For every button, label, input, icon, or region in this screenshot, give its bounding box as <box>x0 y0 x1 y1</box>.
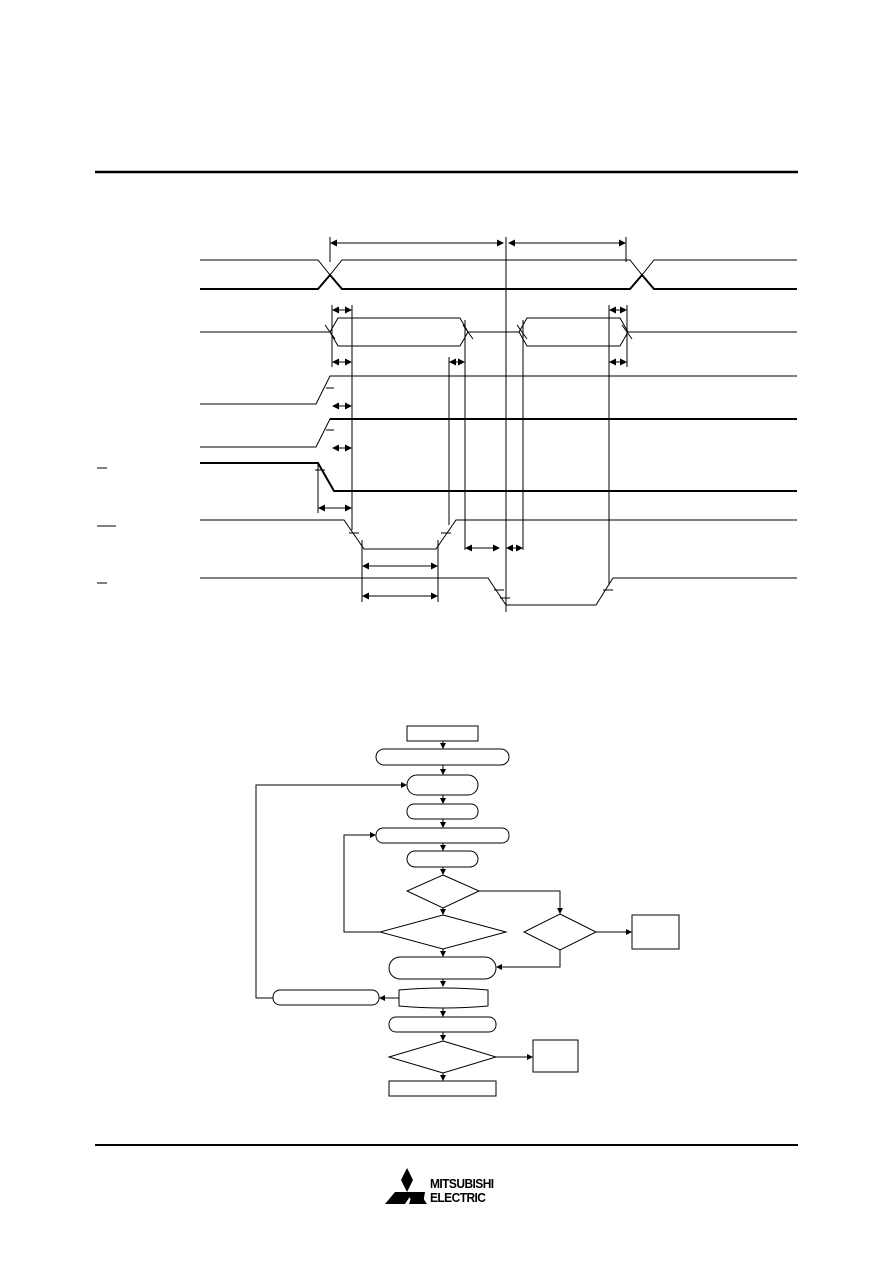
data-setup-dimensions <box>332 306 627 366</box>
flow-step-7 <box>272 989 380 1006</box>
flow-start-box <box>406 725 479 742</box>
cycle-time-dimension <box>329 237 627 262</box>
flow-decision-2 <box>378 914 508 950</box>
timing-reference-lines <box>331 237 628 612</box>
flow-step-6 <box>388 956 497 980</box>
signal-active-low-2-waveform <box>97 519 797 602</box>
flow-step-8 <box>398 987 489 1009</box>
signal-3-waveform <box>200 375 797 410</box>
mitsubishi-three-diamonds-logo <box>385 1168 427 1204</box>
flow-connectors <box>255 741 632 1081</box>
flow-decision-4 <box>387 1040 498 1074</box>
flow-error-box-2 <box>532 1039 579 1073</box>
brand-name-line-1: MITSUBISHI <box>430 1176 494 1191</box>
flow-step-5 <box>406 850 479 868</box>
flow-end-box <box>388 1080 497 1097</box>
flow-step-1 <box>375 748 510 766</box>
flow-decision-1 <box>405 874 481 909</box>
flowchart <box>255 725 680 1097</box>
flow-step-3 <box>406 803 479 820</box>
flow-error-box-1 <box>631 914 680 950</box>
signal-active-low-3-waveform <box>97 577 797 606</box>
address-bus-waveform <box>200 259 797 290</box>
flow-decision-3 <box>522 913 598 951</box>
signal-4-waveform <box>200 418 797 452</box>
flow-step-4 <box>375 827 510 844</box>
signal-active-low-1-waveform <box>97 462 797 513</box>
data-bus-waveform <box>200 317 797 347</box>
flow-step-2 <box>406 774 479 796</box>
brand-name-line-2: ELECTRIC <box>430 1190 486 1205</box>
flow-step-9 <box>388 1016 497 1033</box>
timing-diagram <box>97 237 797 612</box>
